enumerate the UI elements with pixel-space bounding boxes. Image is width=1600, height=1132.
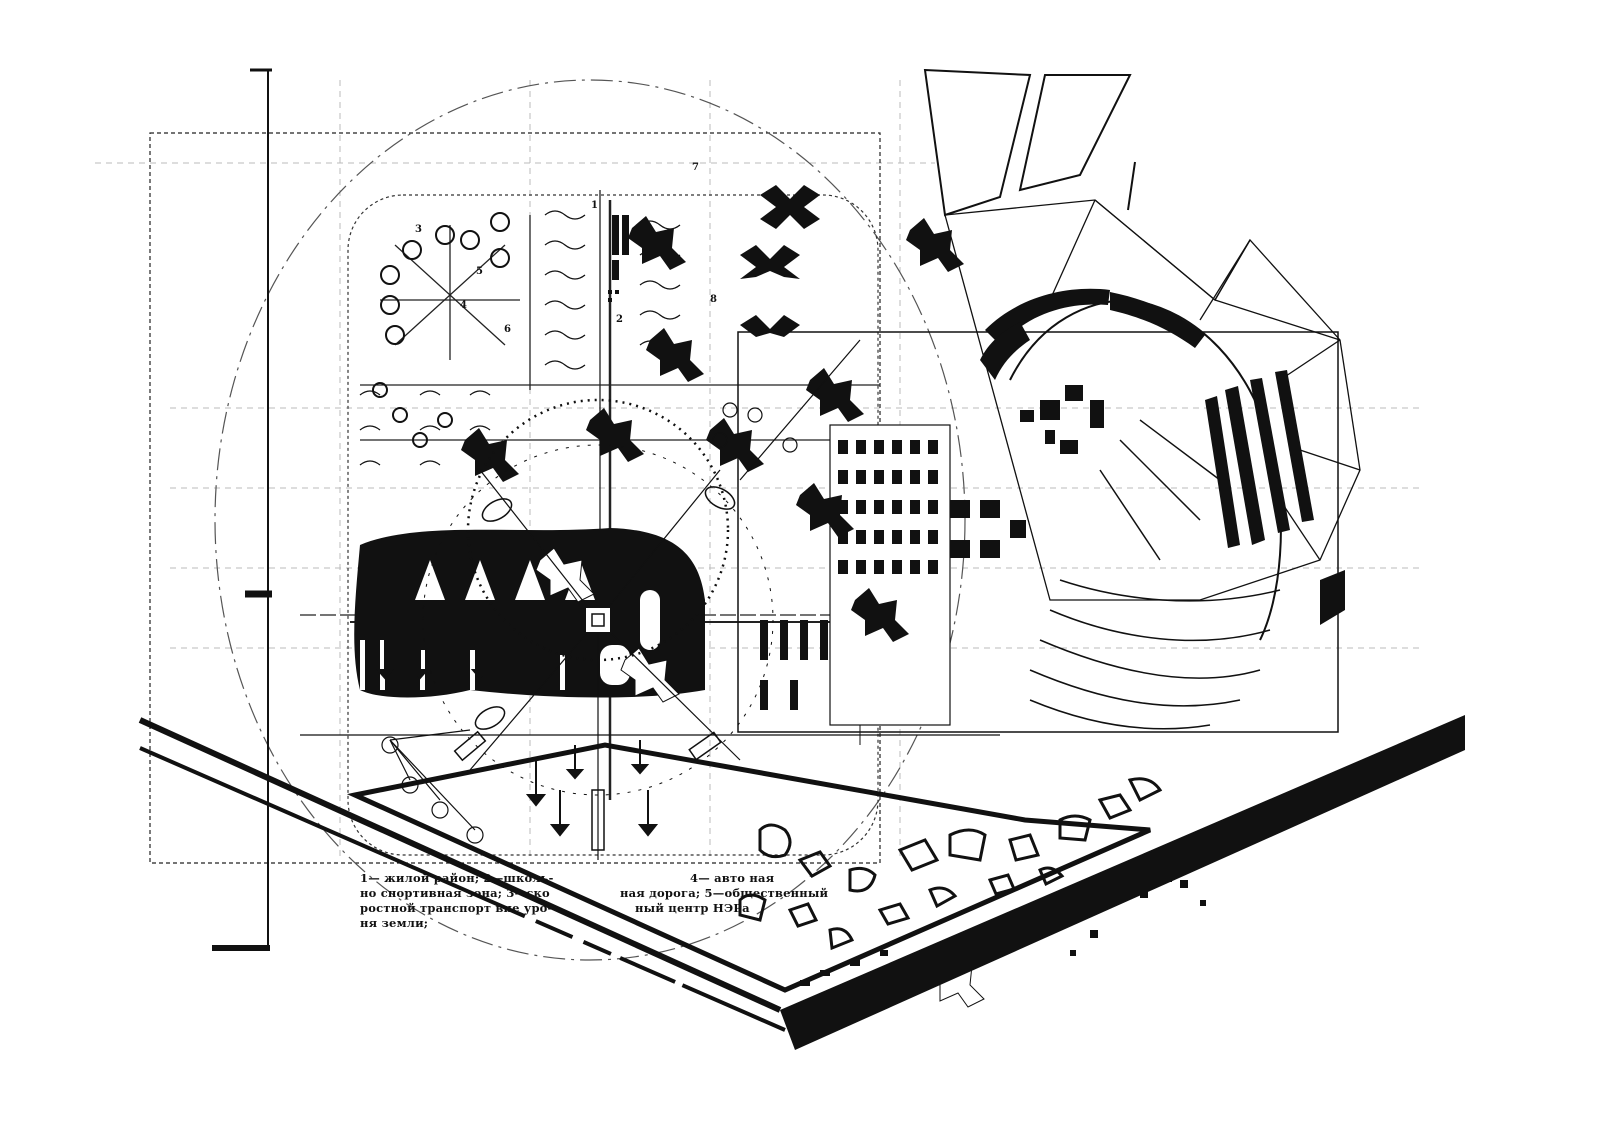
plan-frame [149, 132, 881, 864]
plan-clusters [359, 210, 681, 466]
facade-frame [737, 331, 1339, 733]
caption: 1— жилой район; 2—школь- но спортивная з… [360, 871, 829, 930]
y-module-glyphs [461, 185, 964, 642]
plan-label-2: 2 [616, 314, 623, 325]
site-plan-dots [800, 870, 1206, 986]
caption-line-2: но спортивная зона; 3—ско [360, 886, 550, 900]
plan-label-5: 5 [476, 266, 483, 277]
dome-hatching [1029, 419, 1281, 730]
plan-towers [608, 215, 629, 302]
plan-label-4: 4 [460, 300, 467, 311]
caption-right-line-3: ный центр НЭРа [635, 901, 750, 915]
radial-network [381, 339, 861, 860]
scale-bar [212, 68, 272, 951]
plan-label-1: 1 [591, 200, 598, 211]
caption-line-4: ня земли; [360, 916, 428, 930]
plan-sheet [347, 194, 879, 856]
site-plan-fragments [738, 777, 1163, 951]
plan-label-3: 3 [415, 224, 422, 235]
plan-label-8: 8 [710, 294, 717, 305]
site-circle [214, 79, 966, 961]
caption-line-1: 1— жилой район; 2—школь- [360, 871, 554, 885]
dome-ribs [980, 288, 1345, 625]
faceted-dome [944, 199, 1361, 641]
plan-label-6: 6 [504, 324, 511, 335]
caption-line-3: ростной транспорт вне уро- [360, 901, 553, 915]
plan-flowers [372, 212, 510, 448]
caption-right-line-1: 4— авто ная [690, 871, 775, 885]
plan-label-7: 7 [692, 162, 699, 173]
plan-lamps [375, 640, 659, 837]
plan-number-labels: 3 1 2 4 5 6 7 8 [415, 162, 717, 335]
hood-planes [923, 68, 1136, 217]
plan-drawing [300, 190, 900, 800]
facade-building [760, 424, 1026, 726]
caption-right-line-2: ная дорога; 5—общественный [620, 886, 829, 900]
